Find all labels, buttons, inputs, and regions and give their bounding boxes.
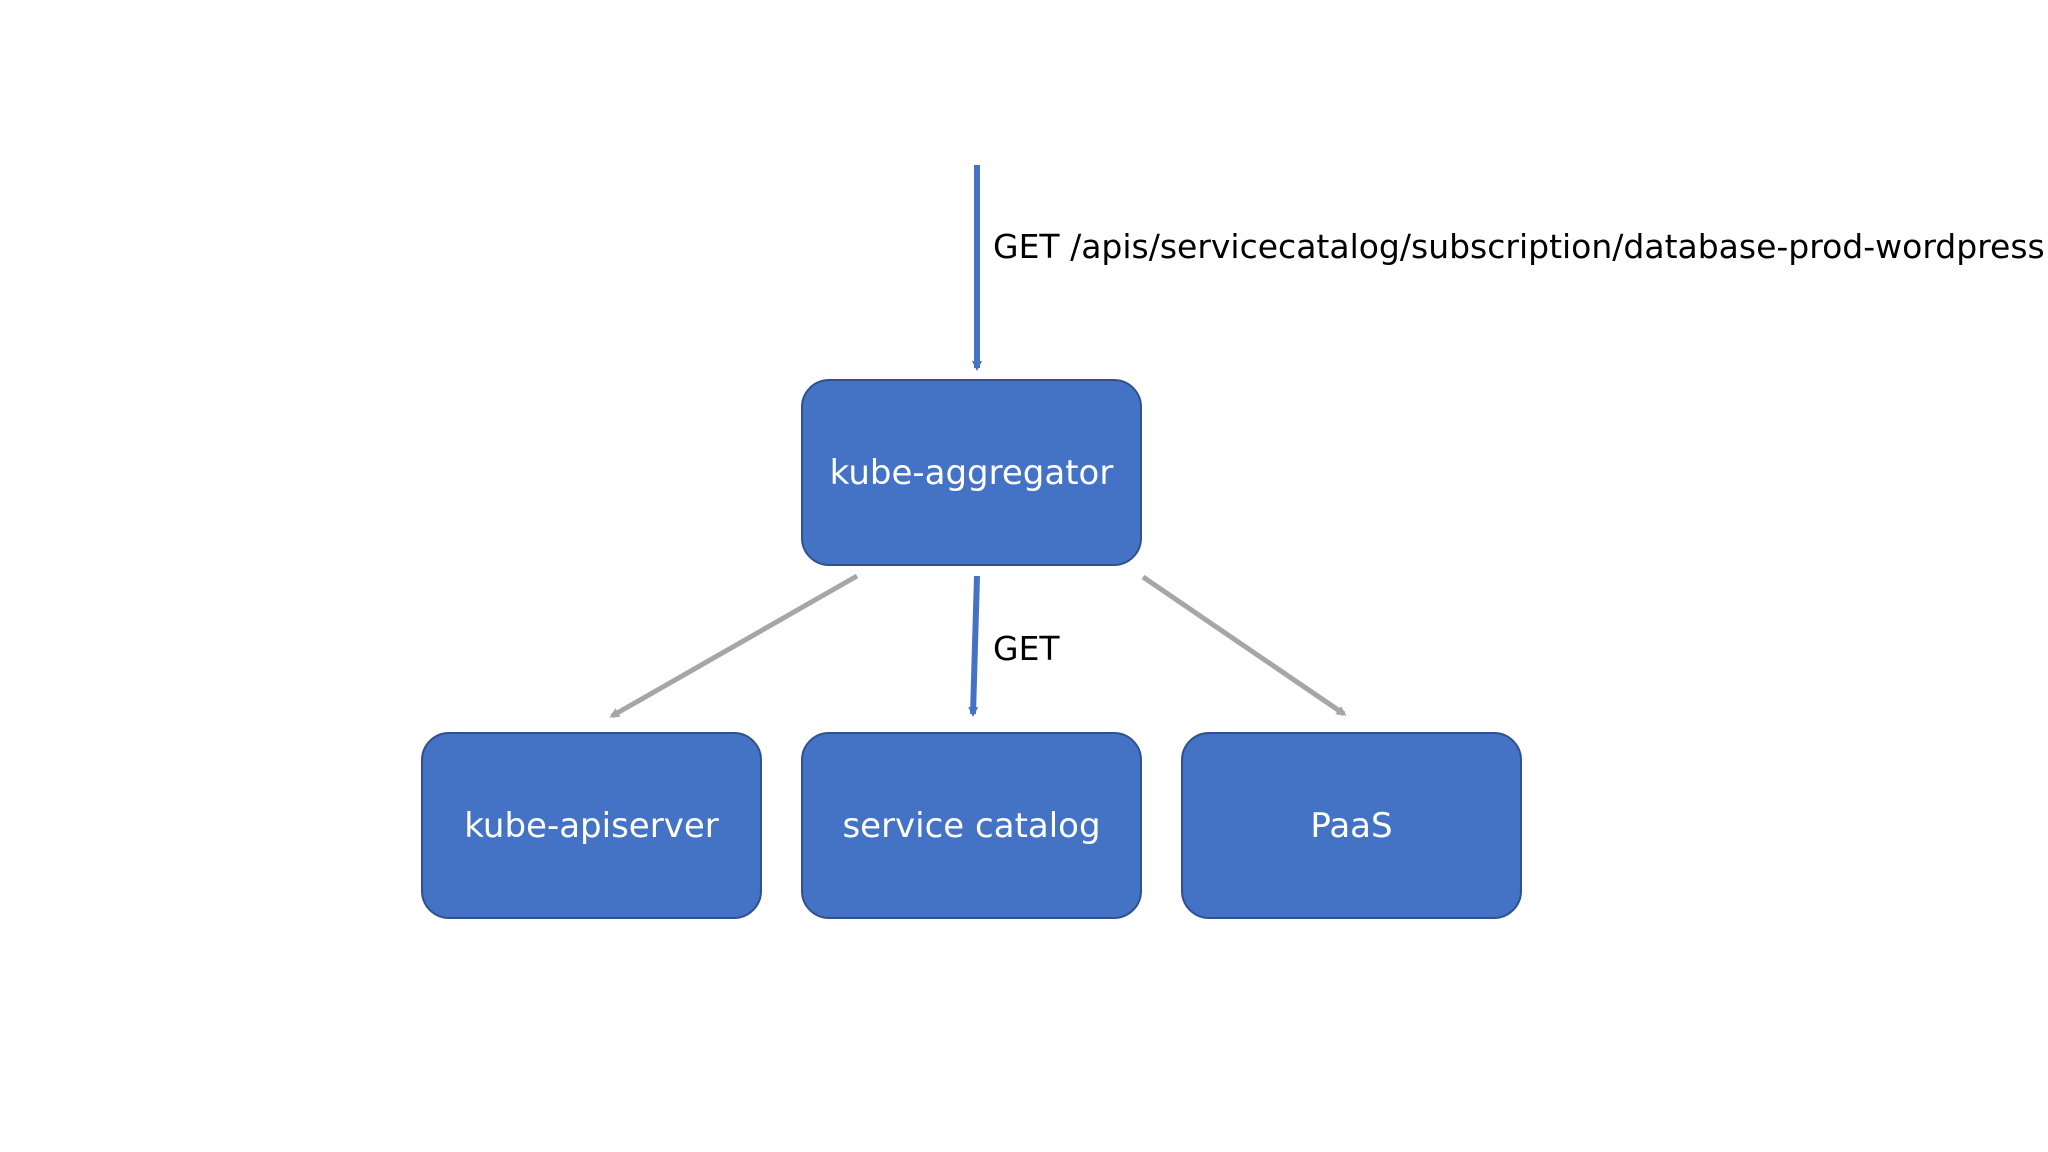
node-paas-label: PaaS bbox=[1310, 805, 1393, 846]
node-service-catalog[interactable]: service catalog bbox=[801, 732, 1142, 919]
arrow-to-kube-apiserver bbox=[609, 573, 859, 719]
arrow-to-paas bbox=[1141, 574, 1347, 717]
node-kube-apiserver-label: kube-apiserver bbox=[464, 805, 719, 846]
node-kube-aggregator[interactable]: kube-aggregator bbox=[801, 379, 1142, 566]
node-kube-aggregator-label: kube-aggregator bbox=[829, 452, 1114, 493]
forward-label: GET bbox=[993, 629, 1060, 668]
node-service-catalog-label: service catalog bbox=[842, 805, 1101, 846]
node-paas[interactable]: PaaS bbox=[1181, 732, 1522, 919]
node-kube-apiserver[interactable]: kube-apiserver bbox=[421, 732, 762, 919]
request-label: GET /apis/servicecatalog/subscription/da… bbox=[993, 227, 2045, 266]
arrow-to-service-catalog bbox=[968, 575, 980, 717]
